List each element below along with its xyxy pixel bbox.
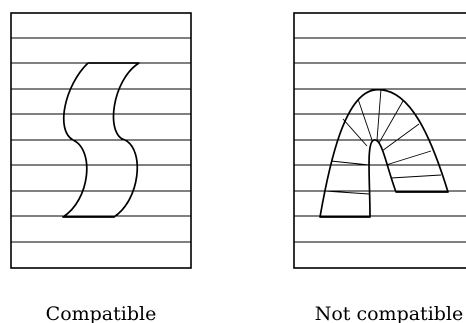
panel-compatible-frame bbox=[10, 12, 192, 269]
compatible-s-shape bbox=[62, 62, 140, 218]
caption-compatible: Compatible bbox=[46, 303, 157, 323]
panel-compatible-horizontal-lines bbox=[11, 37, 191, 243]
panel-not-compatible-frame bbox=[293, 12, 466, 269]
not-compatible-arch-ribs bbox=[324, 88, 442, 195]
panel-not-compatible bbox=[293, 12, 466, 269]
caption-not-compatible: Not compatible bbox=[315, 303, 464, 323]
not-compatible-arch-shape bbox=[319, 89, 449, 218]
panel-compatible bbox=[10, 12, 192, 269]
panel-not-compatible-horizontal-lines bbox=[294, 37, 466, 243]
